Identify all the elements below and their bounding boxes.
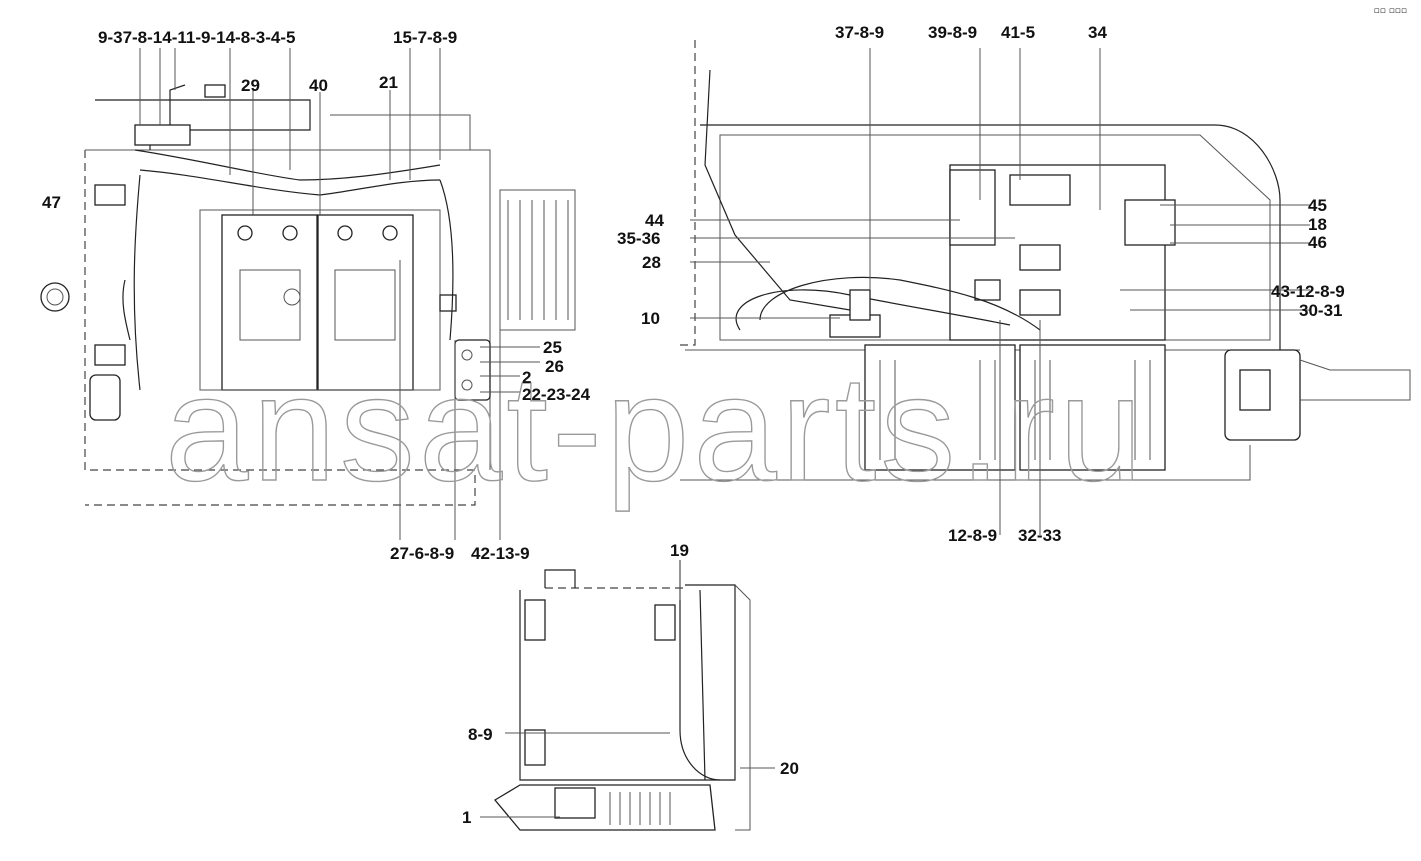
callout-label: 15-7-8-9	[393, 28, 457, 47]
callouts-right: 37-8-9 39-8-9 41-5 34 44 35-36 28 10 45 …	[617, 23, 1345, 545]
callout-label: 22-23-24	[522, 385, 591, 404]
watermark: ansat-parts.ru	[165, 344, 1146, 512]
right-view	[680, 40, 1411, 535]
window-controls-icon: ▫▫ ▫▫▫	[1373, 6, 1407, 16]
callouts-left: 9-37-8-14-11-9-14-8-3-4-5 15-7-8-9 29 40…	[42, 28, 591, 563]
callout-label: 34	[1088, 23, 1107, 42]
grille	[499, 189, 576, 331]
callout-label: 18	[1308, 215, 1327, 234]
callout-label: 1	[462, 808, 471, 827]
callout-label: 32-33	[1018, 526, 1061, 545]
callout-label: 26	[545, 357, 564, 376]
callout-label: 8-9	[468, 725, 493, 744]
callout-label: 39-8-9	[928, 23, 977, 42]
battery-block-left	[864, 344, 1016, 471]
callout-label: 20	[780, 759, 799, 778]
callout-label: 43-12-8-9	[1271, 282, 1345, 301]
callout-label: 29	[241, 76, 260, 95]
callout-label: 30-31	[1299, 301, 1342, 320]
callout-label: 12-8-9	[948, 526, 997, 545]
battery-left	[221, 214, 318, 391]
left-view	[40, 48, 576, 540]
callout-label: 37-8-9	[835, 23, 884, 42]
callout-label: 40	[309, 76, 328, 95]
battery-block-right	[1019, 344, 1166, 471]
callout-label: 44	[645, 211, 664, 230]
battery-right	[317, 214, 414, 391]
callout-label: 28	[642, 253, 661, 272]
callouts-bottom: 19 8-9 20 1	[462, 541, 799, 827]
callout-label: 45	[1308, 196, 1327, 215]
callout-label: 42-13-9	[471, 544, 530, 563]
callout-label: 2	[522, 368, 531, 387]
callout-label: 10	[641, 309, 660, 328]
callout-label: 19	[670, 541, 689, 560]
callout-label: 27-6-8-9	[390, 544, 454, 563]
callout-label: 46	[1308, 233, 1327, 252]
callout-label: 41-5	[1001, 23, 1035, 42]
callout-label: 35-36	[617, 229, 660, 248]
callout-label: 21	[379, 73, 398, 92]
callout-label: 25	[543, 338, 562, 357]
bottom-view	[480, 560, 775, 831]
callout-label: 47	[42, 193, 61, 212]
round-gauge	[40, 282, 70, 312]
callout-label: 9-37-8-14-11-9-14-8-3-4-5	[98, 28, 296, 47]
